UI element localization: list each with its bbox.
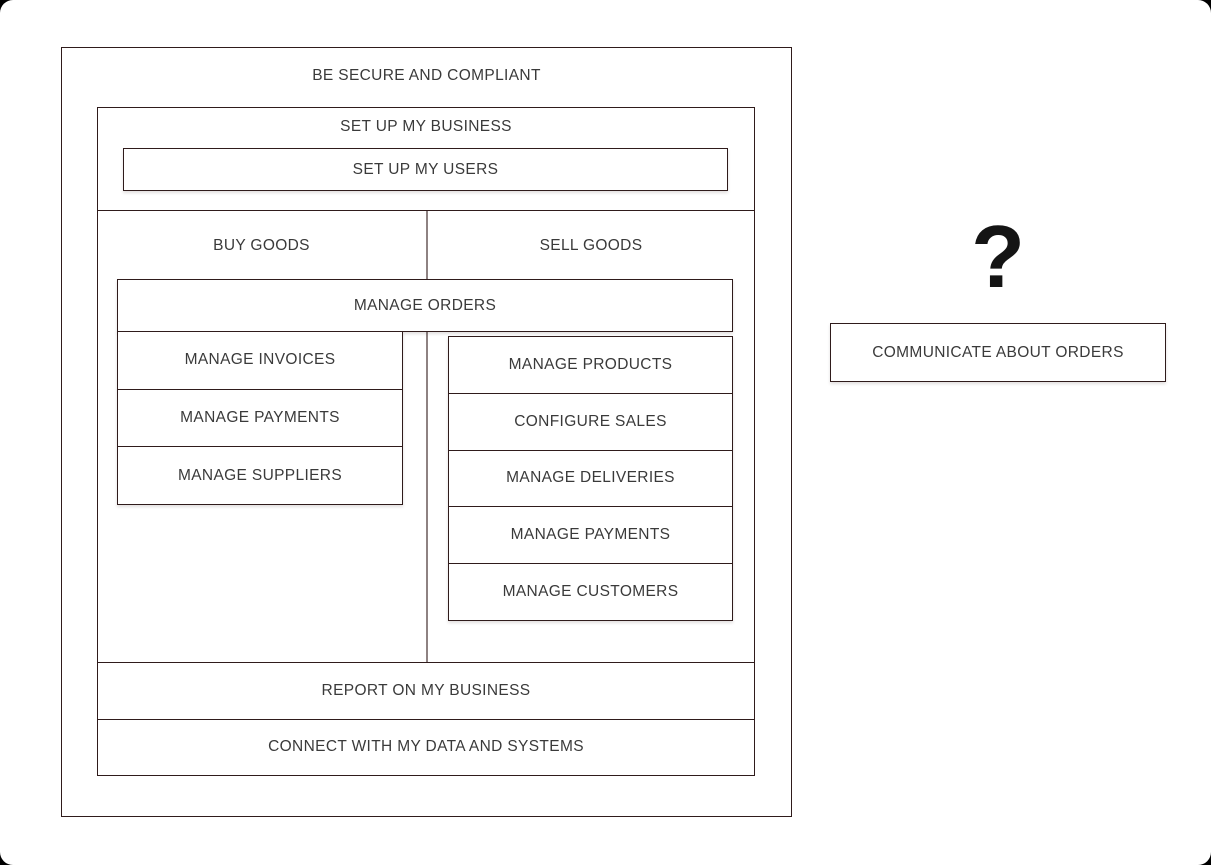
capability-label: MANAGE SUPPLIERS	[177, 466, 343, 484]
capability-box: MANAGE DELIVERIES	[449, 449, 732, 507]
capability-label: CONFIGURE SALES	[514, 412, 667, 430]
capability-label: MANAGE CUSTOMERS	[502, 583, 679, 601]
connect-data-label: CONNECT WITH MY DATA AND SYSTEMS	[268, 738, 584, 756]
setup-business-label: SET UP MY BUSINESS	[340, 118, 512, 135]
capability-box: MANAGE INVOICES	[118, 332, 402, 389]
capability-box: CONFIGURE SALES	[449, 392, 732, 450]
capability-label: MANAGE PRODUCTS	[508, 355, 673, 373]
capability-box: MANAGE CUSTOMERS	[449, 563, 732, 620]
buy-goods-label: BUY GOODS	[213, 237, 310, 254]
capability-label: MANAGE INVOICES	[184, 351, 336, 369]
question-mark: ?	[971, 207, 1025, 306]
sell-items-stack: MANAGE PRODUCTS CONFIGURE SALES MANAGE D…	[448, 336, 733, 621]
report-business-box: REPORT ON MY BUSINESS	[98, 663, 754, 719]
capability-label: MANAGE PAYMENTS	[180, 409, 340, 426]
setup-users-label: SET UP MY USERS	[352, 160, 499, 178]
capability-box: MANAGE SUPPLIERS	[118, 446, 402, 504]
connect-data-box: CONNECT WITH MY DATA AND SYSTEMS	[98, 718, 754, 776]
capability-label: MANAGE DELIVERIES	[506, 469, 675, 487]
manage-orders-box: MANAGE ORDERS	[117, 279, 733, 332]
buy-items-stack: MANAGE INVOICES MANAGE PAYMENTS MANAGE S…	[117, 331, 403, 505]
capability-box: MANAGE PAYMENTS	[449, 506, 732, 563]
report-business-label: REPORT ON MY BUSINESS	[321, 681, 531, 699]
be-secure-label: BE SECURE AND COMPLIANT	[312, 67, 541, 84]
communicate-orders-box: COMMUNICATE ABOUT ORDERS	[830, 323, 1166, 382]
capability-box: MANAGE PRODUCTS	[449, 337, 732, 393]
be-secure-box: BE SECURE AND COMPLIANT	[61, 47, 792, 817]
bottom-bars-stack: REPORT ON MY BUSINESS CONNECT WITH MY DA…	[97, 662, 755, 776]
setup-users-box: SET UP MY USERS	[123, 148, 728, 191]
manage-orders-label: MANAGE ORDERS	[353, 296, 497, 314]
sell-goods-label: SELL GOODS	[539, 237, 643, 254]
capability-label: MANAGE PAYMENTS	[510, 526, 671, 544]
capability-box: MANAGE PAYMENTS	[118, 388, 402, 447]
column-divider	[426, 211, 428, 662]
communicate-orders-label: COMMUNICATE ABOUT ORDERS	[872, 343, 1124, 361]
